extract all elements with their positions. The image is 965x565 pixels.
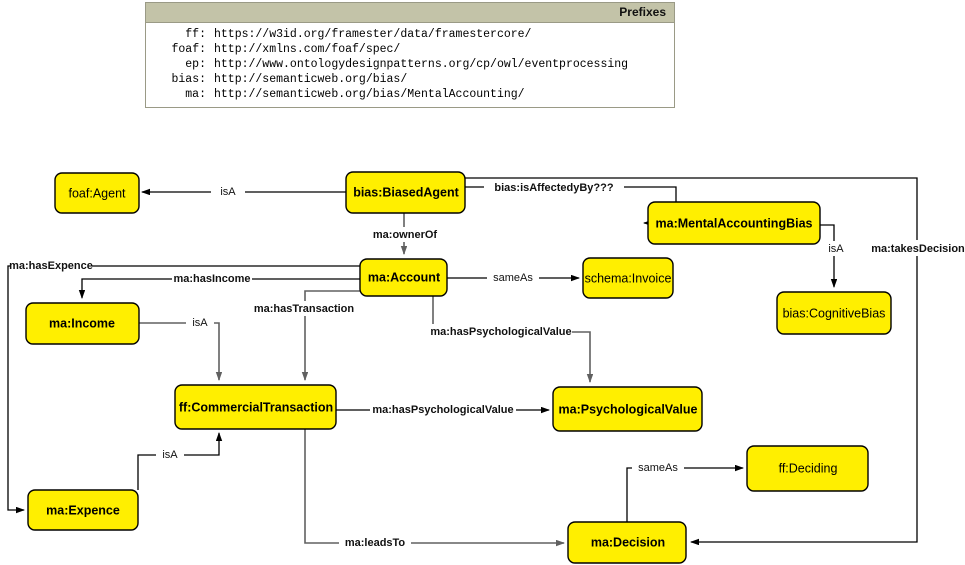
edge-haspsychologicalvalue-account: ma:hasPsychologicalValue — [430, 295, 594, 383]
prefix-row: ep: http://www.ontologydesignpatterns.or… — [146, 57, 674, 72]
edge-label: sameAs — [638, 462, 678, 474]
node-box[interactable] — [647, 201, 821, 245]
node-ff-commercialtransaction[interactable]: ff:CommercialTransaction — [174, 384, 337, 430]
node-box[interactable] — [567, 521, 687, 564]
node-label: ma:MentalAccountingBias — [656, 216, 813, 230]
edge-label: ma:takesDecision — [871, 243, 965, 255]
edge-label: ma:hasPsychologicalValue — [430, 326, 571, 338]
edge-isa-expence: isA — [137, 432, 223, 490]
prefix-row: ma: http://semanticweb.org/bias/MentalAc… — [146, 87, 674, 102]
prefix-key: ff: — [185, 28, 206, 41]
prefixes-panel: Prefixes ff: https://w3id.org/framester/… — [145, 2, 675, 108]
node-label: ff:Deciding — [779, 461, 838, 475]
edge-hastransaction: ma:hasTransaction — [252, 290, 360, 381]
node-box[interactable] — [25, 302, 140, 345]
edge-label: ma:leadsTo — [345, 537, 406, 549]
node-ma-mentalaccountingbias[interactable]: ma:MentalAccountingBias — [647, 201, 821, 245]
edge-label: bias:isAffectedyBy??? — [494, 182, 613, 194]
node-box[interactable] — [746, 445, 869, 492]
edge-label: isA — [828, 243, 844, 255]
prefixes-list: ff: https://w3id.org/framester/data/fram… — [146, 23, 674, 107]
edge-label: isA — [220, 186, 236, 198]
prefix-key: ep: — [185, 58, 206, 71]
node-label: schema:Invoice — [585, 271, 672, 285]
edge-isa-income: isA — [139, 315, 223, 381]
node-foaf-agent[interactable]: foaf:Agent — [54, 172, 140, 214]
prefix-uri: http://semanticweb.org/bias/MentalAccoun… — [214, 88, 525, 101]
prefix-row: ff: https://w3id.org/framester/data/fram… — [146, 27, 674, 42]
node-box[interactable] — [359, 258, 448, 297]
prefix-uri: https://w3id.org/framester/data/frameste… — [214, 28, 532, 41]
node-label: ma:Account — [368, 270, 441, 284]
node-ma-decision[interactable]: ma:Decision — [567, 521, 687, 564]
edge-label: ma:hasIncome — [173, 273, 250, 285]
node-bias-cognitivebias[interactable]: bias:CognitiveBias — [776, 291, 892, 335]
node-label: ma:Income — [49, 316, 115, 330]
edge-isa-cognitive: isA — [820, 224, 849, 288]
node-ff-deciding[interactable]: ff:Deciding — [746, 445, 869, 492]
edge-label: ma:hasPsychologicalValue — [372, 404, 513, 416]
edge-label: ma:hasTransaction — [254, 303, 355, 315]
node-label: foaf:Agent — [69, 186, 127, 200]
node-schema-invoice[interactable]: schema:Invoice — [582, 257, 674, 299]
prefix-row: foaf: http://xmlns.com/foaf/spec/ — [146, 42, 674, 57]
node-box[interactable] — [582, 257, 674, 299]
edge-hasincome: ma:hasIncome — [78, 271, 360, 299]
node-label: ma:PsychologicalValue — [559, 402, 698, 416]
prefix-row: bias: http://semanticweb.org/bias/ — [146, 72, 674, 87]
node-ma-psychologicalvalue[interactable]: ma:PsychologicalValue — [552, 386, 703, 432]
edge-takesdecision: ma:takesDecision — [465, 177, 965, 546]
edge-leadsto: ma:leadsTo — [304, 428, 565, 550]
node-ma-account[interactable]: ma:Account — [359, 258, 448, 297]
prefixes-panel-title: Prefixes — [146, 3, 674, 23]
edge-label: isA — [162, 449, 178, 461]
prefix-uri: http://xmlns.com/foaf/spec/ — [214, 43, 401, 56]
node-label: bias:BiasedAgent — [353, 185, 459, 199]
prefix-key: ma: — [185, 88, 206, 101]
edge-sameas-deciding: sameAs — [626, 460, 744, 522]
edge-hasexpence: ma:hasExpence — [7, 258, 360, 514]
node-label: bias:CognitiveBias — [783, 306, 886, 320]
node-box[interactable] — [27, 489, 139, 531]
node-box[interactable] — [552, 386, 703, 432]
node-label: ma:Expence — [46, 503, 120, 517]
prefix-key: bias: — [171, 73, 206, 86]
node-ma-income[interactable]: ma:Income — [25, 302, 140, 345]
edge-label: sameAs — [493, 272, 533, 284]
node-label: ff:CommercialTransaction — [179, 400, 333, 414]
edge-ownerof: ma:ownerOf — [368, 212, 442, 255]
prefix-uri: http://www.ontologydesignpatterns.org/cp… — [214, 58, 629, 71]
edge-label: isA — [192, 317, 208, 329]
edge-isa-agent: isA — [141, 184, 346, 199]
node-box[interactable] — [54, 172, 140, 214]
edge-sameas-invoice: sameAs — [447, 270, 580, 285]
node-bias-biasedagent[interactable]: bias:BiasedAgent — [345, 171, 466, 214]
prefix-uri: http://semanticweb.org/bias/ — [214, 73, 408, 86]
edge-label: ma:ownerOf — [373, 229, 438, 241]
node-label: ma:Decision — [591, 535, 665, 549]
node-box[interactable] — [174, 384, 337, 430]
prefix-key: foaf: — [171, 43, 206, 56]
edge-isaffectedby: bias:isAffectedyBy??? — [465, 179, 677, 227]
node-box[interactable] — [345, 171, 466, 214]
edge-haspsychologicalvalue-transaction: ma:hasPsychologicalValue — [336, 402, 550, 417]
node-ma-expence[interactable]: ma:Expence — [27, 489, 139, 531]
node-box[interactable] — [776, 291, 892, 335]
edge-label: ma:hasExpence — [9, 260, 93, 272]
